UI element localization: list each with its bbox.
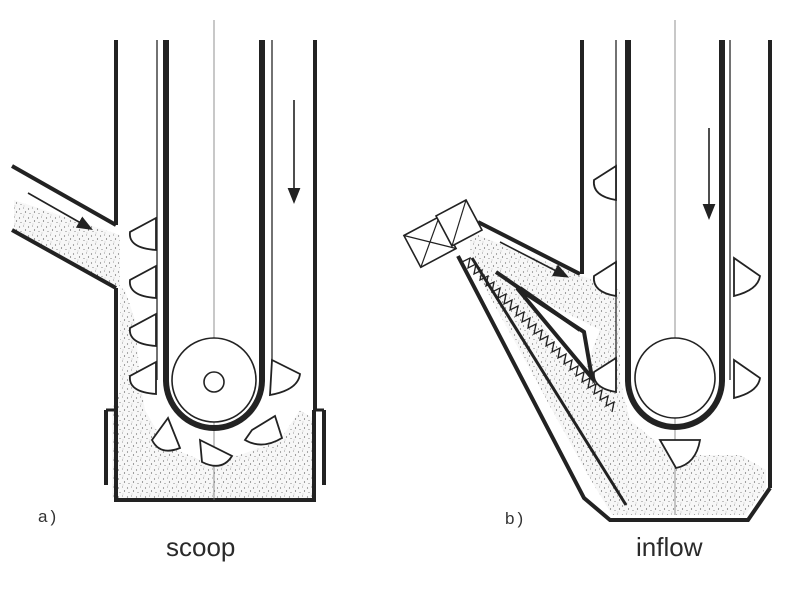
bucket — [593, 164, 617, 202]
deflector-wedge — [515, 286, 596, 386]
boot-housing — [104, 410, 326, 502]
bucket — [129, 360, 157, 395]
bucket — [733, 358, 761, 400]
bucket — [593, 356, 617, 394]
panel-a-scoop — [11, 20, 326, 502]
boot-pulley-b — [634, 337, 716, 419]
bucket — [129, 312, 157, 347]
elevator-belt-a — [163, 40, 265, 431]
bucket — [150, 416, 182, 452]
boot-housing-b — [456, 255, 772, 522]
bucket — [129, 216, 157, 251]
bucket — [658, 439, 702, 470]
screw-feeder-tube — [470, 257, 628, 506]
bucket — [198, 438, 234, 467]
bucket — [733, 256, 761, 298]
inlet-chute-upper-wall — [11, 164, 117, 227]
bulk-material-a — [14, 200, 316, 498]
bucket — [129, 264, 157, 299]
inlet-chute-lower-wall — [11, 228, 117, 290]
inflow-arrow-b — [499, 241, 570, 278]
caption-scoop: scoop — [166, 532, 236, 562]
bucket — [593, 260, 617, 298]
panel-label-a: a) — [38, 507, 60, 526]
elevator-belt-b — [625, 40, 725, 430]
pulley-hub-a — [203, 371, 225, 393]
bucket — [243, 414, 284, 446]
panel-b-inflow — [402, 20, 772, 522]
bucket — [269, 358, 301, 397]
caption-inflow: inflow — [636, 532, 703, 562]
panel-label-b: b) — [505, 509, 527, 528]
inflow-arrow-a — [27, 192, 93, 230]
screw-feeder-flights — [461, 256, 615, 413]
